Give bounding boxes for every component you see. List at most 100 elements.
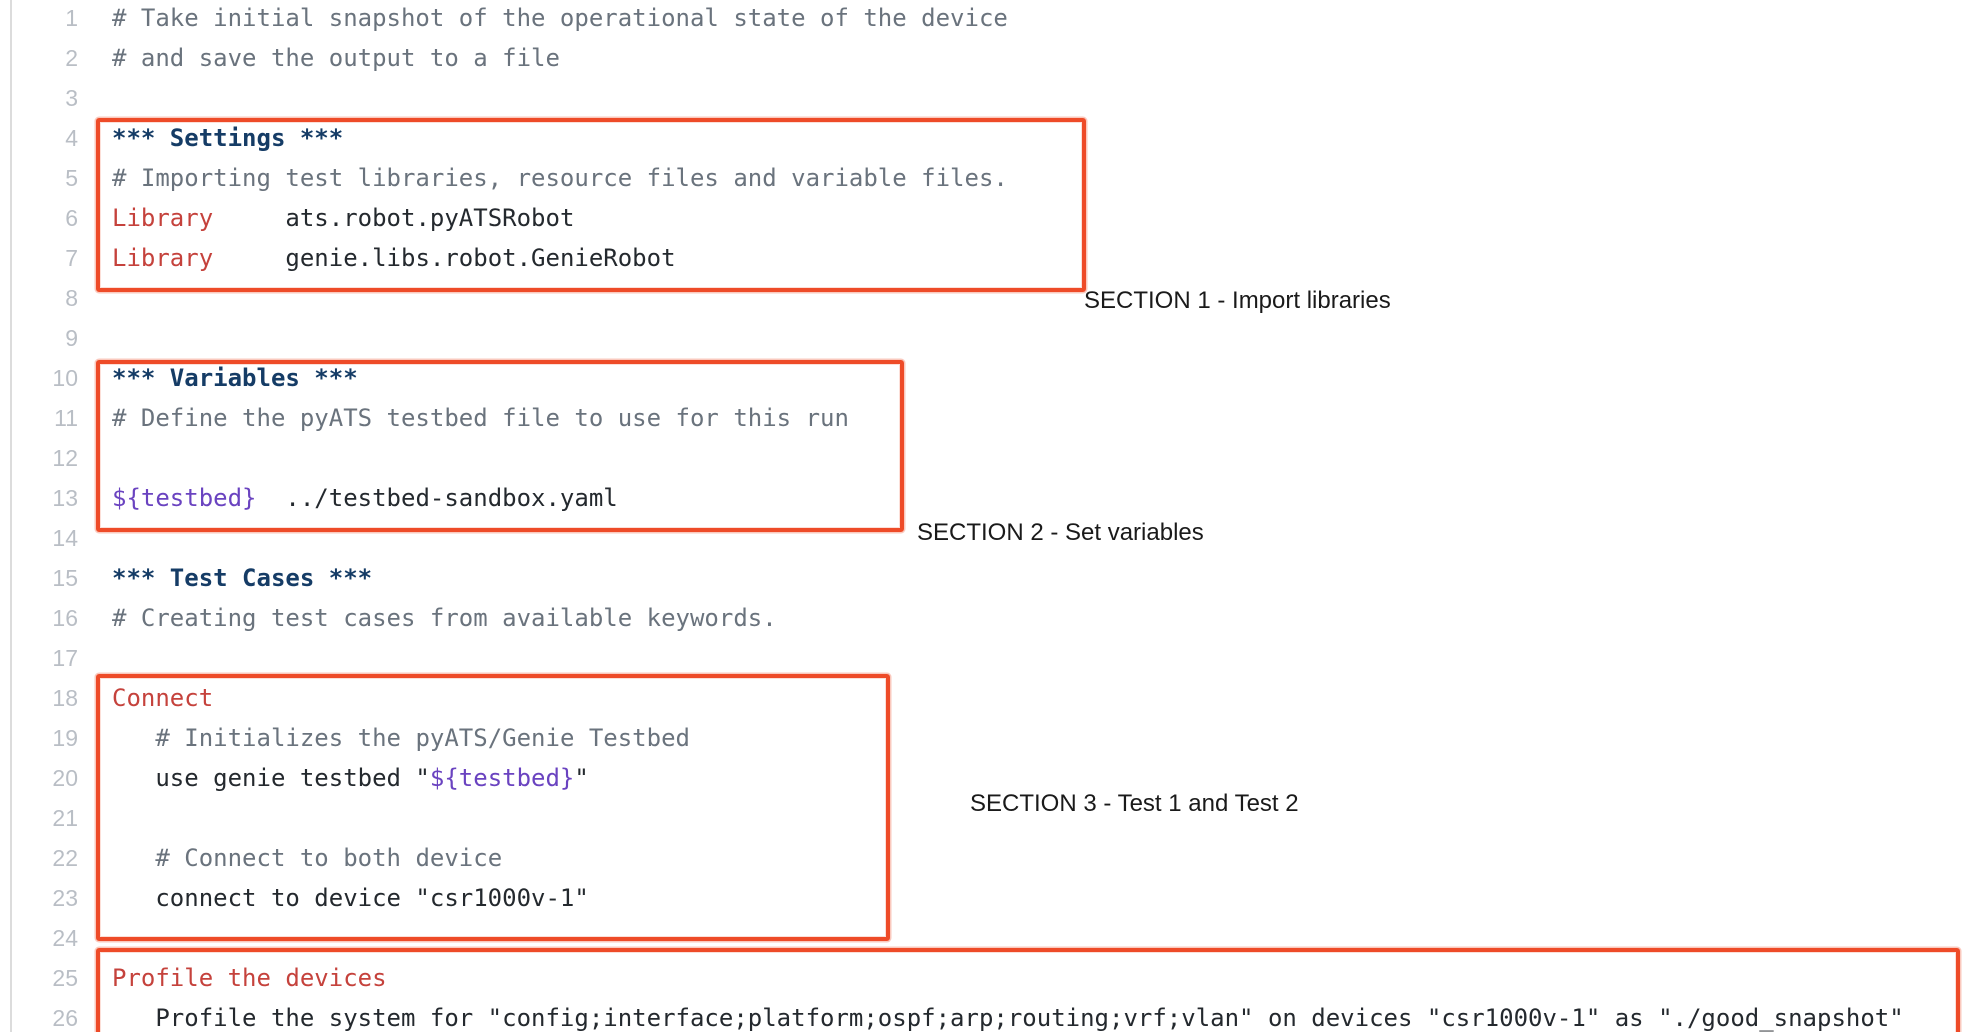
code-line: 12 xyxy=(0,438,1962,478)
code-token-plain: use genie testbed " xyxy=(112,764,430,792)
code-token-keyword: Library xyxy=(112,204,214,232)
code-text: Library ats.robot.pyATSRobot xyxy=(78,204,574,232)
code-line: 2 # and save the output to a file xyxy=(0,38,1962,78)
code-token-plain xyxy=(112,724,155,752)
code-text: # Importing test libraries, resource fil… xyxy=(78,164,1008,192)
code-token-testcase: Connect xyxy=(112,684,214,712)
code-token-plain: genie.libs.robot.GenieRobot xyxy=(213,244,676,272)
code-line: 23 connect to device "csr1000v-1" xyxy=(0,878,1962,918)
code-text: *** Settings *** xyxy=(78,124,343,152)
line-number[interactable]: 10 xyxy=(52,364,78,391)
code-text: Library genie.libs.robot.GenieRobot xyxy=(78,244,676,272)
code-text: # and save the output to a file xyxy=(78,44,560,72)
line-number[interactable]: 17 xyxy=(52,644,78,671)
code-line: 8 xyxy=(0,278,1962,318)
line-number[interactable]: 23 xyxy=(52,884,78,911)
code-text: # Define the pyATS testbed file to use f… xyxy=(78,404,849,432)
code-token-keyword: Library xyxy=(112,244,214,272)
code-text: # Creating test cases from available key… xyxy=(78,604,777,632)
annotation-label-section-2: SECTION 2 - Set variables xyxy=(917,519,1204,546)
line-number[interactable]: 16 xyxy=(52,604,78,631)
line-number[interactable]: 4 xyxy=(65,124,78,151)
line-number[interactable]: 24 xyxy=(52,924,78,951)
code-line: 11 # Define the pyATS testbed file to use… xyxy=(0,398,1962,438)
line-number[interactable]: 12 xyxy=(52,444,78,471)
code-text: use genie testbed "${testbed}" xyxy=(78,764,589,792)
line-number[interactable]: 18 xyxy=(52,684,78,711)
code-line: 22 # Connect to both device xyxy=(0,838,1962,878)
line-number[interactable]: 3 xyxy=(65,84,78,111)
line-number[interactable]: 14 xyxy=(52,524,78,551)
code-token-plain xyxy=(112,844,155,872)
code-text: # Take initial snapshot of the operation… xyxy=(78,4,1008,32)
code-text: Profile the devices xyxy=(78,964,387,992)
code-token-header: *** Settings *** xyxy=(112,124,344,152)
code-line: 15 *** Test Cases *** xyxy=(0,558,1962,598)
line-number[interactable]: 11 xyxy=(54,404,78,431)
code-line: 16# Creating test cases from available k… xyxy=(0,598,1962,638)
code-token-variable: ${testbed} xyxy=(429,764,575,792)
code-text: *** Test Cases *** xyxy=(78,564,372,592)
code-line: 5 # Importing test libraries, resource fi… xyxy=(0,158,1962,198)
code-token-comment: # Define the pyATS testbed file to use f… xyxy=(112,404,849,432)
code-line: 14 xyxy=(0,518,1962,558)
code-token-comment: # Connect to both device xyxy=(155,844,503,872)
code-line: 1 # Take initial snapshot of the operatio… xyxy=(0,0,1962,38)
annotation-label-section-3: SECTION 3 - Test 1 and Test 2 xyxy=(970,790,1299,817)
code-line: 26 Profile the system for "config;interf… xyxy=(0,998,1962,1032)
code-line: 19 # Initializes the pyATS/Genie Testbed xyxy=(0,718,1962,758)
line-number[interactable]: 2 xyxy=(65,44,78,71)
code-text: Connect xyxy=(78,684,213,712)
code-token-comment: # Importing test libraries, resource fil… xyxy=(112,164,1008,192)
code-line: 10 *** Variables *** xyxy=(0,358,1962,398)
code-text: ${testbed} ../testbed-sandbox.yaml xyxy=(78,484,618,512)
code-token-comment: # Take initial snapshot of the operation… xyxy=(112,4,1008,32)
code-token-plain: connect to device "csr1000v-1" xyxy=(112,884,589,912)
code-line: 3 xyxy=(0,78,1962,118)
line-number[interactable]: 15 xyxy=(52,564,78,591)
code-text: # Initializes the pyATS/Genie Testbed xyxy=(78,724,690,752)
line-number[interactable]: 19 xyxy=(52,724,78,751)
line-number[interactable]: 6 xyxy=(65,204,78,231)
code-line: 25 Profile the devices xyxy=(0,958,1962,998)
code-line: 17 xyxy=(0,638,1962,678)
code-token-plain: ../testbed-sandbox.yaml xyxy=(256,484,618,512)
code-block-left-border xyxy=(10,0,12,1032)
code-text: *** Variables *** xyxy=(78,364,358,392)
code-line: 24 xyxy=(0,918,1962,958)
code-token-comment: # Initializes the pyATS/Genie Testbed xyxy=(155,724,690,752)
code-token-testcase: Profile the devices xyxy=(112,964,387,992)
line-number[interactable]: 7 xyxy=(65,244,78,271)
annotation-label-section-1: SECTION 1 - Import libraries xyxy=(1084,287,1391,314)
code-token-plain: Profile the system for "config;interface… xyxy=(112,1004,1904,1032)
line-number[interactable]: 25 xyxy=(52,964,78,991)
line-number[interactable]: 9 xyxy=(65,324,78,351)
code-line: 4 *** Settings *** xyxy=(0,118,1962,158)
code-text: connect to device "csr1000v-1" xyxy=(78,884,589,912)
code-line: 9 xyxy=(0,318,1962,358)
code-token-comment: # and save the output to a file xyxy=(112,44,560,72)
line-number[interactable]: 26 xyxy=(52,1004,78,1031)
line-number[interactable]: 20 xyxy=(52,764,78,791)
code-token-header: *** Variables *** xyxy=(112,364,358,392)
line-number[interactable]: 13 xyxy=(52,484,78,511)
line-number[interactable]: 21 xyxy=(52,804,78,831)
code-line: 18 Connect xyxy=(0,678,1962,718)
code-token-plain: " xyxy=(574,764,589,792)
code-token-variable: ${testbed} xyxy=(112,484,257,512)
code-line: 13${testbed} ../testbed-sandbox.yaml xyxy=(0,478,1962,518)
code-line: 20 use genie testbed "${testbed}" xyxy=(0,758,1962,798)
line-number[interactable]: 22 xyxy=(52,844,78,871)
code-line: 21 xyxy=(0,798,1962,838)
code-token-header: *** Test Cases *** xyxy=(112,564,373,592)
line-number[interactable]: 1 xyxy=(65,4,78,31)
code-text: # Connect to both device xyxy=(78,844,502,872)
code-text: Profile the system for "config;interface… xyxy=(78,1004,1904,1032)
line-number[interactable]: 8 xyxy=(65,284,78,311)
line-number[interactable]: 5 xyxy=(65,164,78,191)
code-token-plain: ats.robot.pyATSRobot xyxy=(213,204,575,232)
